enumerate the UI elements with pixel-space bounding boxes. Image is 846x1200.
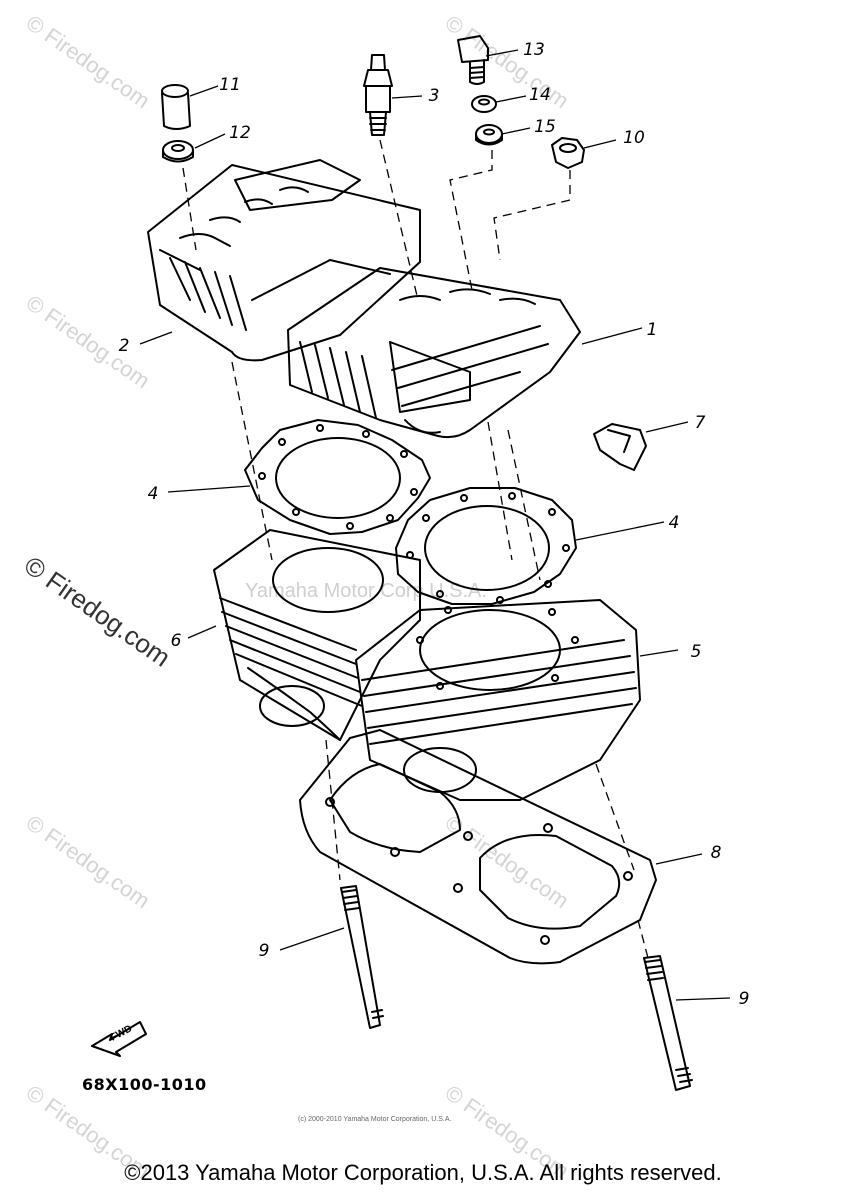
nut-part-10 — [551, 137, 585, 169]
callout-9-right: 9 — [738, 989, 750, 1009]
callout-4-rear: 4 — [147, 484, 159, 504]
callout-13: 13 — [523, 40, 545, 60]
alignment-lines — [182, 139, 649, 959]
stud-part-9-right — [643, 955, 693, 1091]
callout-7: 7 — [694, 413, 706, 433]
fwd-arrow-icon — [91, 1021, 147, 1057]
callout-14: 14 — [529, 85, 551, 105]
leader-lines — [139, 49, 731, 1001]
diagram-part-code: 68X100-1010 — [82, 1075, 207, 1094]
callout-2: 2 — [118, 336, 130, 356]
sleeve-part-11 — [161, 84, 191, 130]
copyright-footer: ©2013 Yamaha Motor Corporation, U.S.A. A… — [124, 1160, 722, 1185]
base-gasket-part-8 — [299, 729, 657, 965]
washer-part-14 — [471, 95, 497, 113]
gasket-part-4-front — [395, 487, 577, 605]
cylinder-part-5 — [355, 599, 641, 801]
callout-9-left: 9 — [258, 941, 270, 961]
callout-10: 10 — [623, 128, 645, 148]
washer-part-12 — [162, 140, 194, 163]
gasket-part-4-rear — [244, 419, 431, 535]
spark-plug-part-3 — [363, 54, 393, 136]
small-copyright-notice: (c) 2000-2010 Yamaha Motor Corporation, … — [298, 1116, 452, 1123]
cylinder-head-part-2 — [147, 159, 421, 362]
callout-5: 5 — [690, 642, 702, 662]
watermark-center: Yamaha Motor Corp U.S.A. — [245, 580, 487, 602]
callout-3: 3 — [428, 86, 440, 106]
stud-part-9-left — [340, 885, 384, 1029]
callout-11: 11 — [219, 75, 241, 95]
callout-1: 1 — [646, 320, 658, 340]
callout-12: 12 — [229, 123, 251, 143]
callout-8: 8 — [710, 843, 722, 863]
cylinder-part-6 — [213, 529, 421, 741]
washer-part-15 — [475, 124, 503, 146]
callout-15: 15 — [534, 117, 556, 137]
callout-4-front: 4 — [668, 513, 680, 533]
bolt-part-13 — [457, 35, 489, 85]
bracket-part-7 — [593, 423, 647, 471]
callout-6: 6 — [170, 631, 182, 651]
cylinder-head-part-1 — [287, 267, 581, 439]
